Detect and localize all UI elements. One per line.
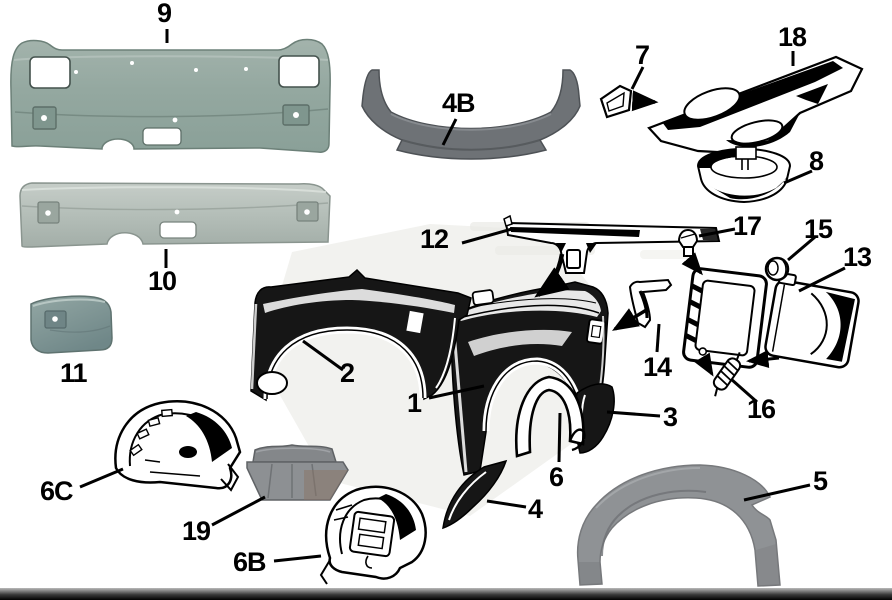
label-2: 2 (340, 358, 355, 388)
leader-line-15 (787, 235, 816, 262)
label-1: 1 (407, 388, 422, 418)
part-11-corner-cap (30, 295, 113, 354)
part-14-trim-strip (628, 278, 673, 329)
leader-line-17 (698, 227, 736, 238)
label-6: 6 (549, 462, 564, 492)
label-19: 19 (182, 516, 211, 546)
part-16-spring (712, 352, 742, 397)
leader-line-8 (783, 169, 813, 185)
label-10: 10 (148, 266, 177, 296)
leader-lines (79, 29, 846, 563)
part-4-front-lower-section (442, 459, 508, 530)
part-12-deck-filler-panel (503, 214, 721, 274)
label-6b: 6B (233, 547, 267, 577)
part-5-outer-arch (576, 464, 781, 587)
leader-line-13 (798, 266, 846, 293)
leader-line-16 (730, 377, 758, 404)
part-13-filler-door (764, 272, 860, 369)
label-7: 7 (635, 40, 650, 70)
leader-line-6b (273, 554, 322, 563)
leader-line-5 (743, 483, 811, 502)
part-6-arch-repair-section (515, 375, 586, 458)
label-5: 5 (813, 466, 828, 496)
label-12: 12 (420, 224, 449, 254)
arrow-12-to-quarter (534, 253, 570, 298)
part-6c-inner-arch (114, 400, 242, 492)
leader-line-12 (461, 227, 513, 245)
label-6c: 6C (40, 476, 74, 506)
label-9: 9 (157, 0, 172, 28)
leader-line-7 (630, 66, 645, 90)
label-17: 17 (733, 211, 762, 241)
part-2-front-wing (250, 268, 472, 402)
arrow-13-to-frame (746, 350, 780, 369)
label-3: 3 (663, 402, 678, 432)
filler-door-frame (682, 267, 768, 369)
part-7-filler-piece (599, 84, 633, 119)
label-4b: 4B (442, 88, 476, 118)
leader-line-3 (606, 410, 661, 418)
page-bottom-edge (0, 588, 892, 600)
leader-line-2 (302, 339, 344, 372)
part-4b-lower-back-panel (361, 69, 581, 160)
label-16: 16 (747, 394, 776, 424)
leader-line-19 (211, 495, 266, 527)
part-19-bracket-panel (246, 444, 349, 501)
leader-line-4b (441, 118, 458, 146)
label-18: 18 (778, 22, 807, 52)
label-11: 11 (60, 358, 88, 388)
part-6b-inner-arch (319, 485, 427, 585)
leader-line-4 (486, 499, 527, 509)
arrow-frame-to-spring (694, 352, 714, 377)
label-8: 8 (809, 146, 824, 176)
part-17-stud (677, 228, 699, 257)
part-18-panel (647, 55, 864, 155)
arrow-7-to-18 (631, 90, 659, 112)
label-4: 4 (528, 494, 543, 524)
part-8-lamp-bowl (696, 146, 792, 204)
label-14: 14 (643, 352, 672, 382)
leader-line-1 (428, 384, 485, 400)
leader-line-6c (79, 467, 124, 489)
arrow-17-to-frame (681, 252, 703, 276)
label-15: 15 (804, 214, 833, 244)
arrow-14-to-filler (612, 307, 649, 331)
leader-line-6 (557, 412, 562, 463)
part-10-lower-valance (19, 182, 331, 248)
label-13: 13 (843, 242, 872, 272)
part-9-rear-panel (10, 38, 331, 153)
assembly-arrows (534, 90, 780, 377)
leader-line-14 (655, 323, 661, 353)
part-15-grommet (764, 256, 790, 282)
